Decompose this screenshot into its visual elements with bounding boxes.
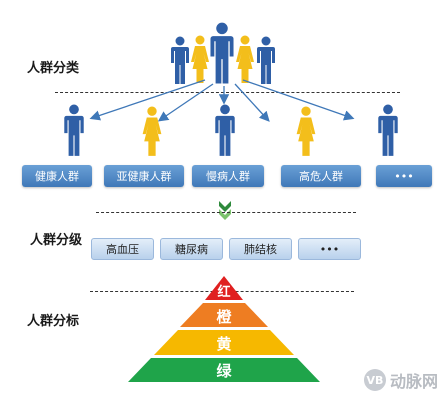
section-label-grade: 人群分级 (30, 233, 83, 248)
watermark: VB 动脉网 (363, 368, 438, 392)
disease-diabetes: 糖尿病 (160, 238, 223, 260)
category-high-risk: 高危人群 (281, 165, 361, 187)
pyramid-yellow-level (154, 330, 294, 355)
pyramid-label-red: 红 (217, 285, 231, 300)
disease-hypertension: 高血压 (91, 238, 154, 260)
pyramid-label-yellow: 黄 (216, 335, 232, 353)
arrows-diagram (89, 79, 355, 122)
category-subhealthy: 亚健康人群 (104, 165, 184, 187)
category-more: ••• (376, 165, 432, 187)
category-healthy: 健康人群 (22, 165, 92, 187)
watermark-logo-icon: VB (363, 369, 386, 391)
category-chronic: 慢病人群 (192, 165, 264, 187)
pyramid-red-level (205, 276, 243, 300)
divider-line (55, 92, 400, 93)
chevron-down-icon (219, 201, 231, 220)
section-label-classify: 人群分类 (27, 61, 80, 76)
section-label-stratify: 人群分标 (27, 314, 80, 329)
divider-line (96, 212, 356, 213)
pyramid-label-orange: 橙 (216, 308, 232, 326)
watermark-text: 动脉网 (389, 372, 438, 391)
pyramid-green-level (128, 358, 320, 382)
disease-tuberculosis: 肺结核 (229, 238, 292, 260)
pyramid-label-green: 绿 (216, 362, 232, 380)
pyramid-orange-level (180, 303, 268, 327)
disease-more: ••• (298, 238, 361, 260)
